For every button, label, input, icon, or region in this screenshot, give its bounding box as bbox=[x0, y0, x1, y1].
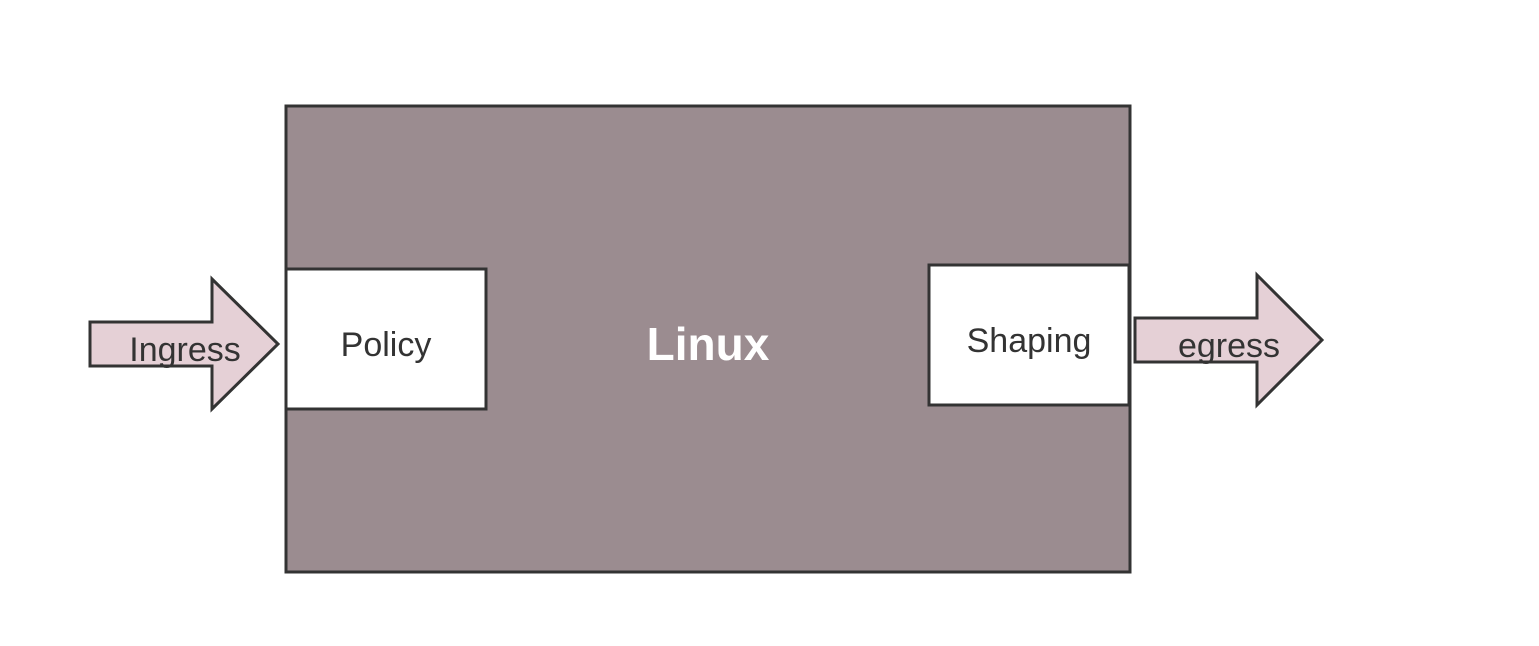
ingress-arrow-shape bbox=[88, 275, 281, 413]
ingress-label: Ingress bbox=[129, 331, 241, 369]
egress-label: egress bbox=[1178, 327, 1280, 365]
egress-arrow: egress bbox=[1133, 271, 1325, 409]
policy-box-shape bbox=[284, 267, 488, 411]
ingress-arrow: Ingress bbox=[88, 275, 281, 413]
shaping-label: Shaping bbox=[967, 322, 1092, 360]
policy-label: Policy bbox=[341, 326, 432, 364]
policy-box: Policy bbox=[284, 267, 488, 411]
linux-label: Linux bbox=[647, 318, 770, 370]
shaping-box-shape bbox=[927, 263, 1131, 407]
egress-arrow-shape bbox=[1133, 271, 1325, 409]
shaping-box: Shaping bbox=[927, 263, 1131, 407]
